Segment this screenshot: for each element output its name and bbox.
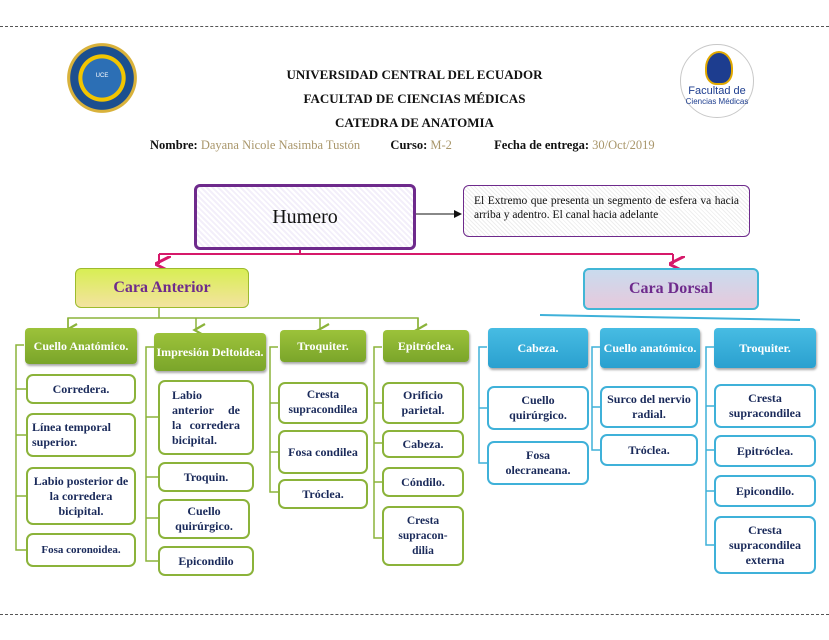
anterior-col1-item: Fosa coronoidea.	[26, 533, 136, 567]
fecha-value: 30/Oct/2019	[592, 138, 655, 152]
dorsal-col3-item: Epicondilo.	[714, 475, 816, 507]
anterior-col2-item: Epicondilo	[158, 546, 254, 576]
anterior-col4-item: Orificio parietal.	[382, 382, 464, 424]
faculty-emblem-icon	[705, 51, 733, 85]
top-rule	[0, 26, 829, 27]
nombre-value: Dayana Nicole Nasimba Tustón	[200, 138, 361, 152]
anterior-col3-header: Troquiter.	[280, 330, 366, 362]
dorsal-col3-header: Troquiter.	[714, 328, 816, 368]
anterior-col4-item: Cóndilo.	[382, 467, 464, 497]
faculty-logo: Facultad de Ciencias Médicas	[680, 44, 754, 118]
anterior-col2-header: Impresión Deltoidea.	[154, 333, 266, 371]
dorsal-col1-header: Cabeza.	[488, 328, 588, 368]
cara-anterior-node: Cara Anterior	[75, 268, 249, 308]
dorsal-col3-item: Cresta supracondilea	[714, 384, 816, 428]
dorsal-col2-header: Cuello anatómico.	[600, 328, 700, 368]
university-seal-logo: UCE	[66, 42, 138, 114]
dorsal-col1-item: Cuello quirúrgico.	[487, 386, 589, 430]
anterior-col4-item: Cabeza.	[382, 430, 464, 458]
anterior-col1-item: Línea temporal superior.	[26, 413, 136, 457]
dorsal-col3-item: Epitróclea.	[714, 435, 816, 467]
curso-value: M-2	[430, 138, 452, 152]
university-title: UNIVERSIDAD CENTRAL DEL ECUADOR	[286, 67, 543, 82]
curso-label: Curso:	[390, 138, 428, 152]
anterior-col1-item: Labio posterior de la corredera bicipita…	[26, 467, 136, 525]
fecha-label: Fecha de entrega:	[494, 138, 590, 152]
anterior-col2-item: Troquin.	[158, 462, 254, 492]
faculty-logo-line2: Ciencias Médicas	[685, 97, 749, 106]
root-description: El Extremo que presenta un segmento de e…	[463, 185, 750, 237]
anterior-col1-item: Corredera.	[26, 374, 136, 404]
anterior-col3-item: Fosa condilea	[278, 430, 368, 474]
anterior-col4-item: Cresta supracon-dilia	[382, 506, 464, 566]
faculty-title: FACULTAD DE CIENCIAS MÉDICAS	[303, 91, 526, 106]
anterior-col4-header: Epitróclea.	[383, 330, 469, 362]
dorsal-col2-item: Surco del nervio radial.	[600, 386, 698, 428]
anterior-col2-item: Cuello quirúrgico.	[158, 499, 250, 539]
bottom-rule	[0, 614, 829, 615]
chair-title: CATEDRA DE ANATOMIA	[335, 115, 494, 130]
anterior-col1-header: Cuello Anatómico.	[25, 328, 137, 364]
anterior-col3-item: Cresta supracondilea	[278, 382, 368, 424]
anterior-col3-item: Tróclea.	[278, 479, 368, 509]
dorsal-col2-item: Tróclea.	[600, 434, 698, 466]
faculty-logo-line1: Facultad de	[688, 85, 746, 97]
dorsal-col1-item: Fosa olecraneana.	[487, 441, 589, 485]
root-node-humero: Humero	[194, 184, 416, 250]
nombre-label: Nombre:	[150, 138, 198, 152]
student-info-line: Nombre: Dayana Nicole Nasimba Tustón Cur…	[150, 138, 655, 153]
dorsal-col3-item: Cresta supracondilea externa	[714, 516, 816, 574]
cara-dorsal-node: Cara Dorsal	[583, 268, 759, 310]
anterior-col2-item: Labio anterior de la corredera bicipital…	[158, 380, 254, 455]
